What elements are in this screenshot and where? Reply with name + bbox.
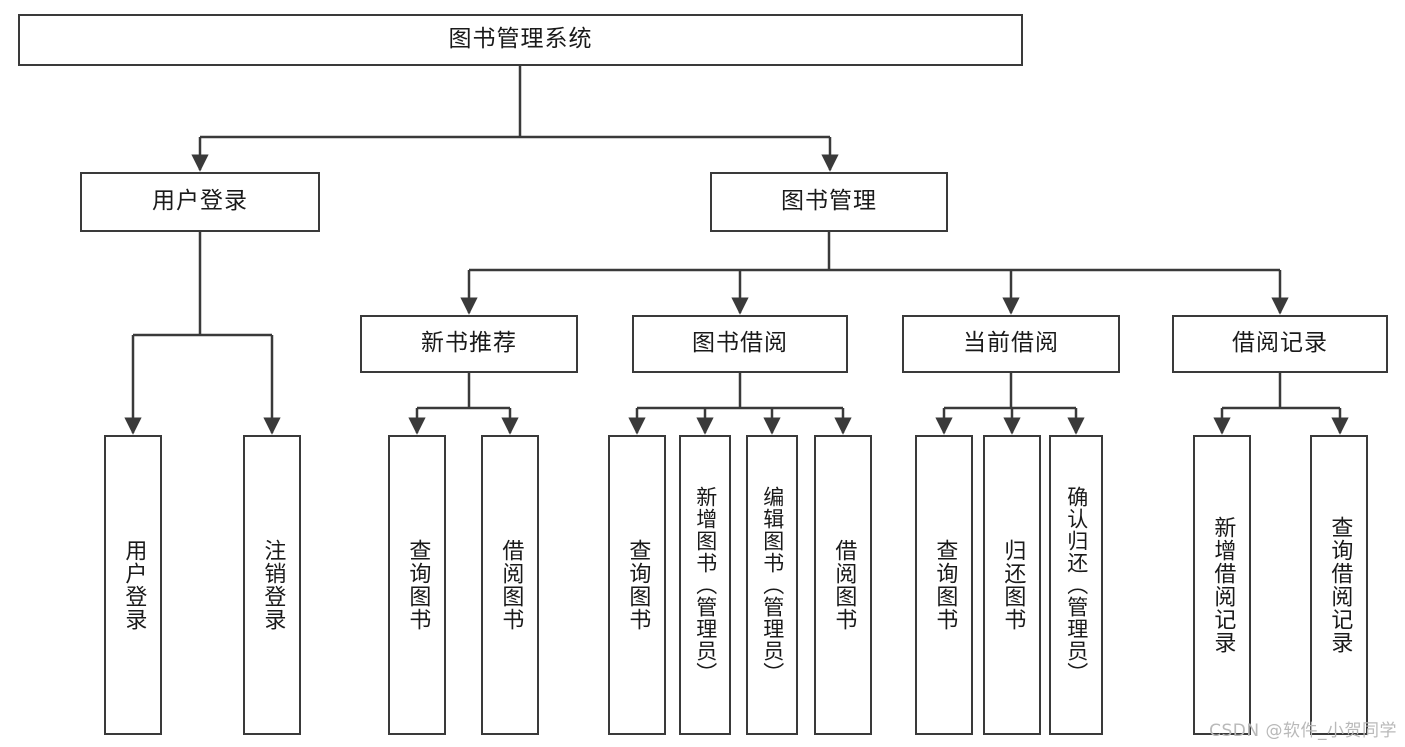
- leaf-confirm-return-admin[interactable]: 确认归还（管理员）: [1049, 435, 1103, 735]
- node-user-login[interactable]: 用户登录: [80, 172, 320, 232]
- leaf-query-book-borrow[interactable]: 查询图书: [608, 435, 666, 735]
- leaf-edit-book-admin-label: 编辑图书（管理员）: [760, 486, 785, 684]
- leaf-borrow-book-newbook[interactable]: 借阅图书: [481, 435, 539, 735]
- node-root[interactable]: 图书管理系统: [18, 14, 1023, 66]
- leaf-add-book-admin-label: 新增图书（管理员）: [693, 486, 718, 684]
- node-root-label: 图书管理系统: [448, 26, 593, 53]
- leaf-add-borrow-record-label: 新增借阅记录: [1210, 516, 1236, 654]
- leaf-borrow-book-newbook-label: 借阅图书: [498, 539, 524, 631]
- leaf-query-book-newbook[interactable]: 查询图书: [388, 435, 446, 735]
- leaf-query-book-newbook-label: 查询图书: [405, 539, 431, 631]
- leaf-return-book[interactable]: 归还图书: [983, 435, 1041, 735]
- leaf-add-book-admin[interactable]: 新增图书（管理员）: [679, 435, 731, 735]
- node-borrow-record-label: 借阅记录: [1232, 330, 1328, 357]
- leaf-edit-book-admin[interactable]: 编辑图书（管理员）: [746, 435, 798, 735]
- leaf-return-book-label: 归还图书: [1000, 539, 1026, 631]
- node-new-book-recommend[interactable]: 新书推荐: [360, 315, 578, 373]
- leaf-logout-label: 注销登录: [260, 539, 286, 631]
- node-new-book-recommend-label: 新书推荐: [421, 330, 517, 357]
- node-book-borrow-label: 图书借阅: [692, 330, 788, 357]
- node-borrow-record[interactable]: 借阅记录: [1172, 315, 1388, 373]
- node-book-borrow[interactable]: 图书借阅: [632, 315, 848, 373]
- leaf-user-login-label: 用户登录: [121, 539, 147, 631]
- leaf-query-book-borrow-label: 查询图书: [625, 539, 651, 631]
- node-current-borrow[interactable]: 当前借阅: [902, 315, 1120, 373]
- leaf-query-book-current-label: 查询图书: [932, 539, 958, 631]
- node-book-management-label: 图书管理: [781, 188, 877, 215]
- leaf-borrow-book[interactable]: 借阅图书: [814, 435, 872, 735]
- leaf-user-login[interactable]: 用户登录: [104, 435, 162, 735]
- watermark-text: CSDN @软件_小贺同学: [1209, 721, 1397, 741]
- leaf-add-borrow-record[interactable]: 新增借阅记录: [1193, 435, 1251, 735]
- leaf-logout[interactable]: 注销登录: [243, 435, 301, 735]
- leaf-query-borrow-record-label: 查询借阅记录: [1327, 516, 1353, 654]
- leaf-query-borrow-record[interactable]: 查询借阅记录: [1310, 435, 1368, 735]
- node-book-management[interactable]: 图书管理: [710, 172, 948, 232]
- leaf-borrow-book-label: 借阅图书: [831, 539, 857, 631]
- node-user-login-label: 用户登录: [152, 188, 248, 215]
- node-current-borrow-label: 当前借阅: [963, 330, 1059, 357]
- leaf-confirm-return-admin-label: 确认归还（管理员）: [1064, 486, 1089, 684]
- leaf-query-book-current[interactable]: 查询图书: [915, 435, 973, 735]
